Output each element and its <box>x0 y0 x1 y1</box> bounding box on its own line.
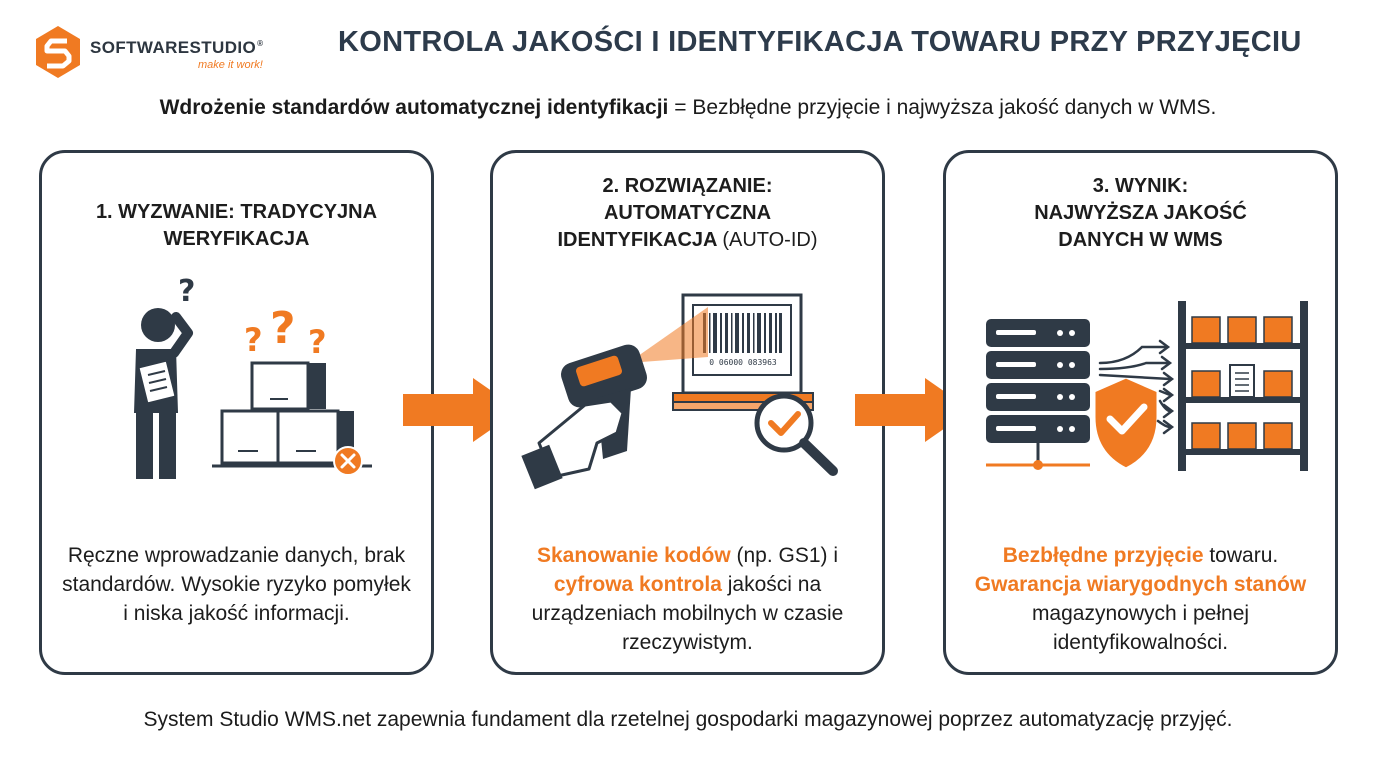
svg-text:0 06000 083963: 0 06000 083963 <box>709 358 777 367</box>
softwarestudio-logo-icon <box>36 26 80 78</box>
barcode-scanner-icon: 0 06000 083963 <box>521 293 838 490</box>
svg-text:?: ? <box>178 274 195 309</box>
highlight: Bezbłędne przyjęcie <box>1002 544 1204 567</box>
page-title: KONTROLA JAKOŚCI I IDENTYFIKACJA TOWARU … <box>338 26 1302 58</box>
panel-description: Skanowanie kodów (np. GS1) i cyfrowa kon… <box>531 544 844 654</box>
subtitle: Wdrożenie standardów automatycznej ident… <box>0 96 1376 120</box>
footer-text: System Studio WMS.net zapewnia fundament… <box>143 708 1233 731</box>
logo: SOFTWARESTUDIO® make it work! <box>36 26 306 80</box>
panel-title: 3. WYNIK: NAJWYŻSZA JAKOŚĆ DANYCH W WMS <box>1034 175 1247 251</box>
logo-name: SOFTWARESTUDIO® <box>90 38 264 57</box>
subtitle-rest: = Bezbłędne przyjęcie i najwyższa jakość… <box>668 96 1217 119</box>
server-shield-warehouse-icon <box>986 301 1308 471</box>
arrow-right-icon <box>855 378 971 442</box>
confused-worker-with-boxes-icon: ? ? ? ? <box>134 274 372 479</box>
panel-result: 3. WYNIK: NAJWYŻSZA JAKOŚĆ DANYCH W WMS <box>943 150 1338 675</box>
svg-text:?: ? <box>244 321 263 359</box>
logo-tagline: make it work! <box>198 59 263 71</box>
highlight: Gwarancja wiarygodnych stanów <box>974 573 1307 596</box>
panel-title: 1. WYZWANIE: TRADYCYJNA WERYFIKACJA <box>95 201 378 250</box>
highlight: cyfrowa kontrola <box>553 573 722 596</box>
highlight: Skanowanie kodów <box>536 544 731 567</box>
panel-challenge: 1. WYZWANIE: TRADYCYJNA WERYFIKACJA ? ? … <box>39 150 434 675</box>
panel-solution: 2. ROZWIĄZANIE: AUTOMATYCZNA IDENTYFIKAC… <box>490 150 885 675</box>
svg-text:?: ? <box>270 303 296 354</box>
svg-text:?: ? <box>308 323 327 361</box>
panel-description: Bezbłędne przyjęcie towaru. Gwarancja wi… <box>974 544 1307 654</box>
panel-title: 2. ROZWIĄZANIE: AUTOMATYCZNA IDENTYFIKAC… <box>557 175 818 251</box>
subtitle-bold: Wdrożenie standardów automatycznej ident… <box>159 96 669 119</box>
panel-description: Ręczne wprowadzanie danych, brak standar… <box>62 544 411 625</box>
